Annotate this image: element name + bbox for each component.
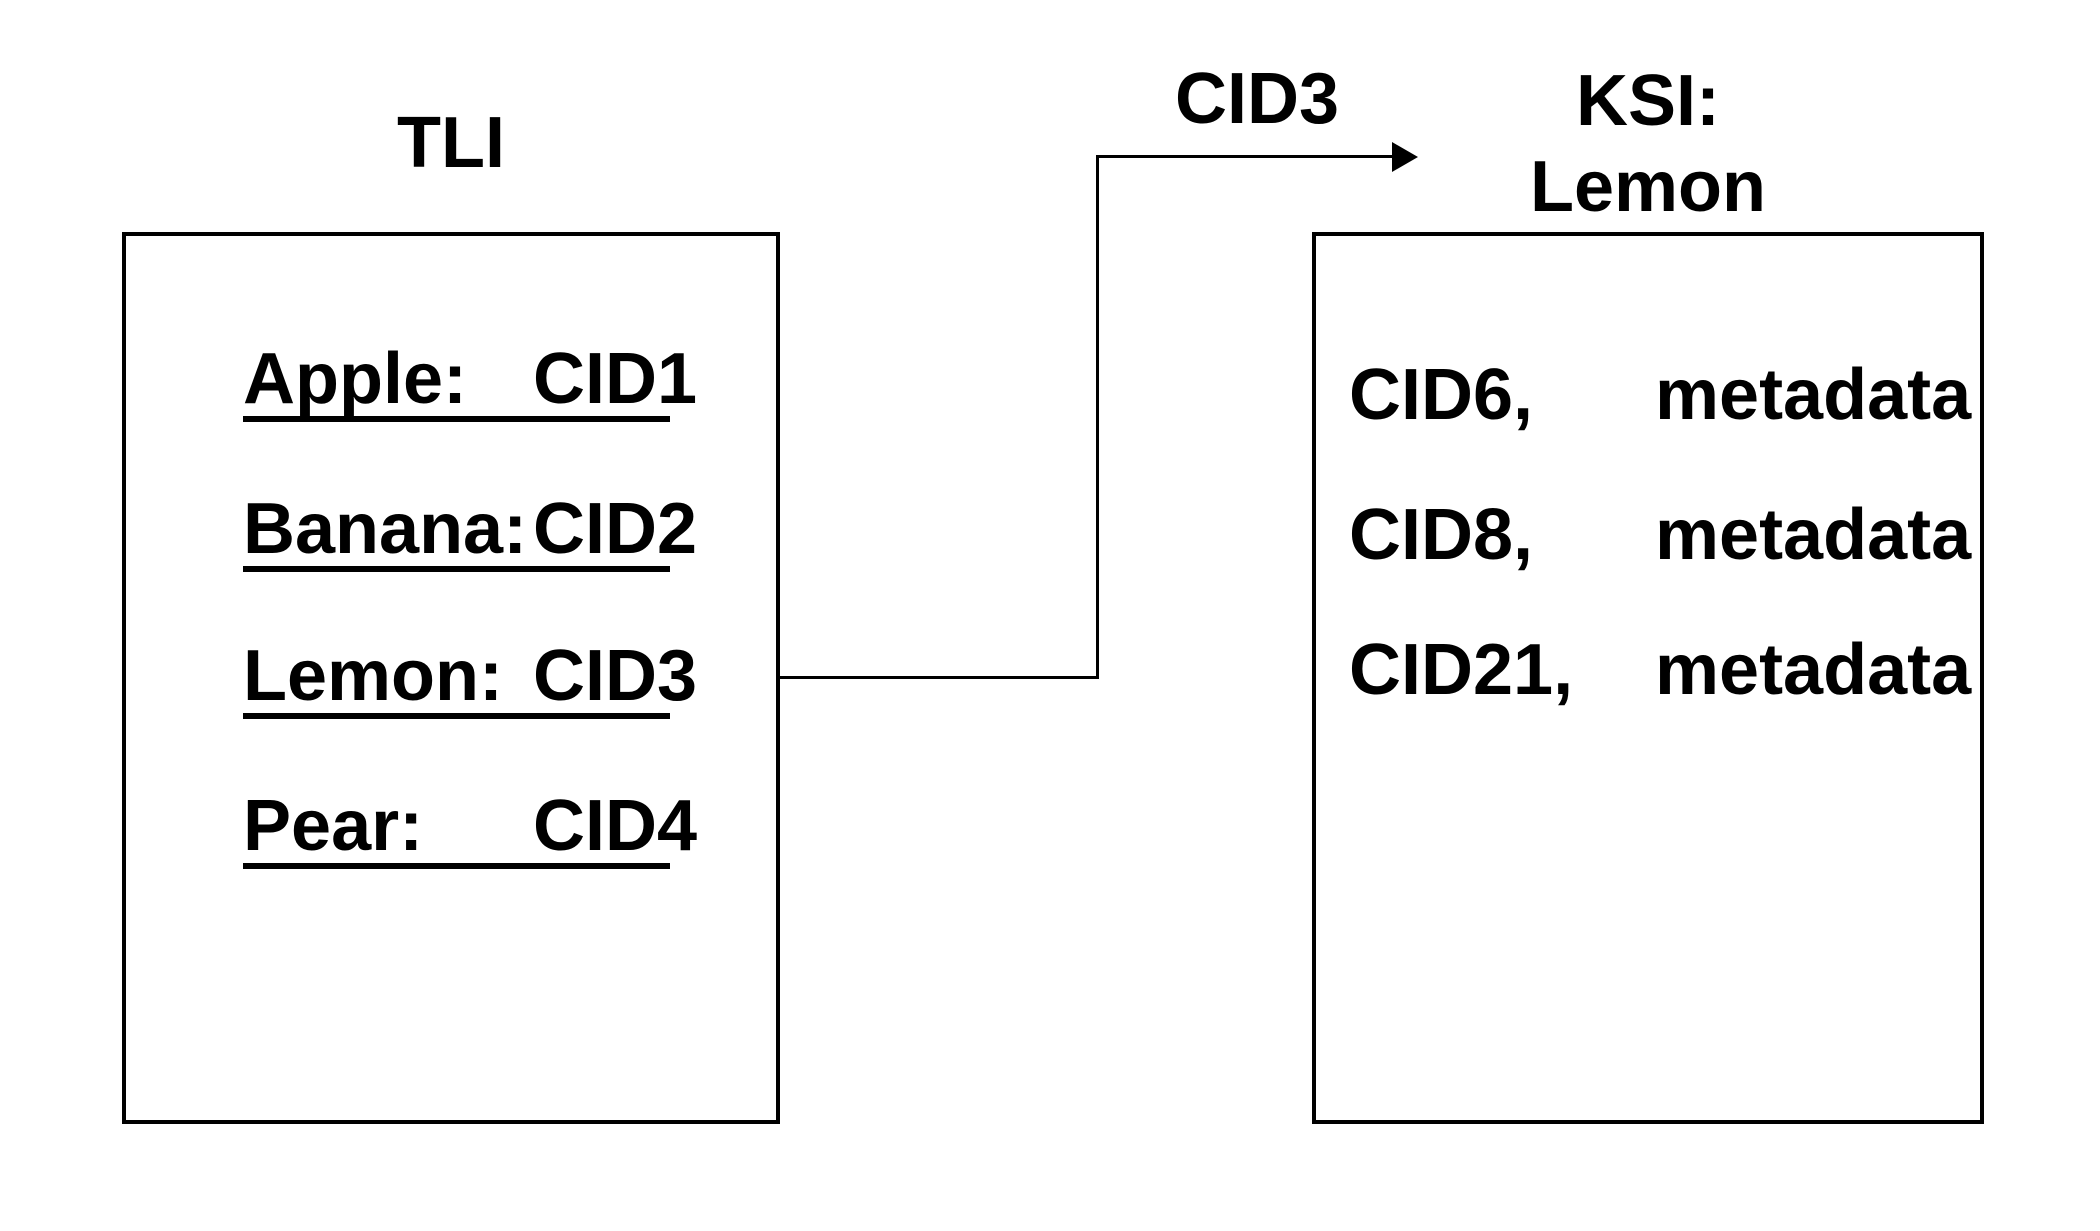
ksi-box (1312, 232, 1984, 1124)
ksi-entry-cid: CID21, (1349, 630, 1574, 710)
tli-entry-banana: Banana: CID2 (243, 489, 697, 572)
tli-entry-value: CID3 (533, 636, 698, 716)
ksi-entry-cid6: CID6, metadata (1349, 355, 1971, 435)
ksi-entry-cid21: CID21, metadata (1349, 630, 1971, 710)
tli-entry-value: CID4 (533, 786, 698, 866)
ksi-entry-meta: metadata (1655, 495, 1972, 575)
tli-entry-lemon: Lemon: CID3 (243, 636, 697, 719)
tli-entry-pear: Pear: CID4 (243, 786, 697, 869)
ksi-entry-cid: CID6, (1349, 355, 1534, 435)
ksi-entry-cid8: CID8, metadata (1349, 495, 1971, 575)
tli-entry-label: Pear: (243, 786, 424, 866)
tli-entry-apple: Apple: CID1 (243, 339, 697, 422)
tli-entry-value: CID1 (533, 339, 698, 419)
tli-entry-label: Lemon: (243, 636, 503, 716)
tli-box (122, 232, 780, 1124)
tli-entry-value: CID2 (533, 489, 698, 569)
ksi-box-title-line1: KSI: (1576, 61, 1720, 141)
tli-entry-label: Banana: (243, 489, 528, 569)
ksi-entry-cid: CID8, (1349, 495, 1534, 575)
ksi-box-title: KSI: Lemon (1312, 58, 1984, 230)
arrow-segment-horizontal-lower (780, 676, 1099, 679)
ksi-entry-meta: metadata (1655, 630, 1972, 710)
tli-box-title: TLI (397, 103, 505, 183)
arrow-segment-vertical (1096, 155, 1099, 679)
arrow-label: CID3 (1174, 59, 1340, 139)
ksi-box-title-line2: Lemon (1529, 147, 1766, 227)
tli-entry-label: Apple: (243, 339, 467, 419)
arrow-segment-horizontal-upper (1096, 155, 1393, 158)
ksi-entry-meta: metadata (1655, 355, 1972, 435)
arrowhead-icon (1392, 142, 1418, 172)
